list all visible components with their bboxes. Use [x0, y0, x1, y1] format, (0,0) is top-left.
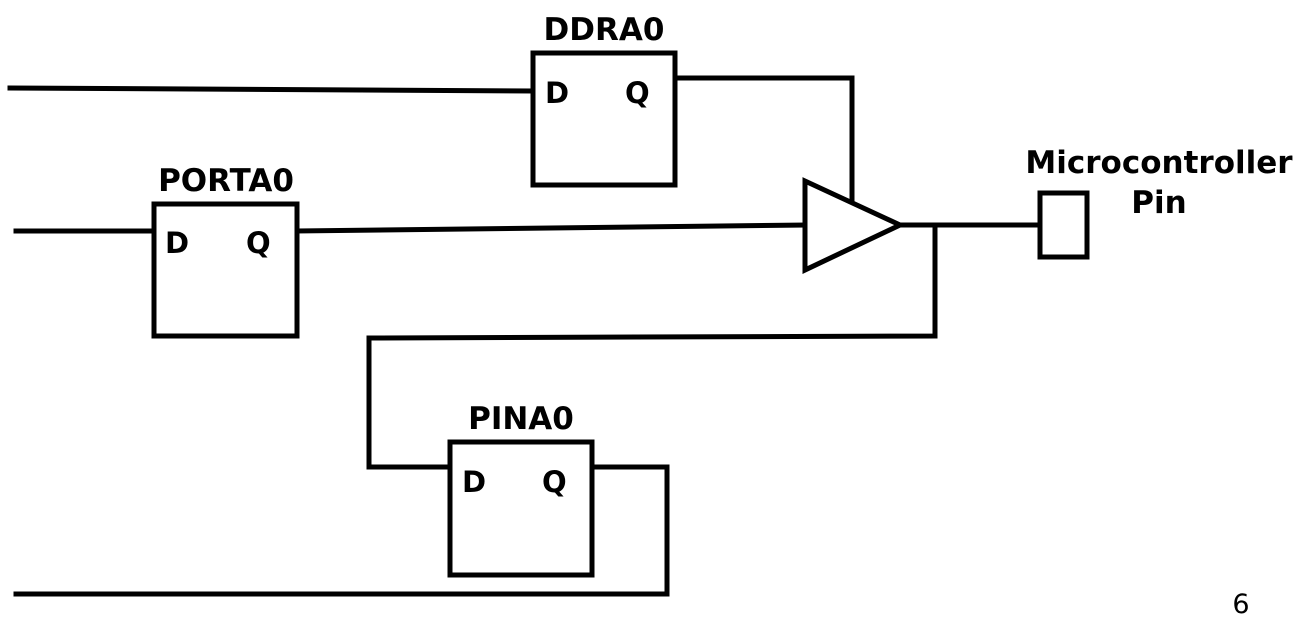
porta0-title: PORTA0: [158, 163, 294, 199]
porta0-d-label: D: [165, 226, 189, 260]
porta0-flipflop: PORTA0 D Q: [151, 163, 300, 339]
porta0-q-label: Q: [246, 226, 271, 260]
ddra0-flipflop: DDRA0 D Q: [530, 12, 678, 188]
porta0-q-to-buffer-wire: [294, 222, 808, 234]
ddra0-box: [530, 50, 678, 188]
wires: [7, 75, 1043, 597]
pin-label-line2: Pin: [1131, 185, 1186, 221]
pin-feedback-wire: [366, 222, 938, 470]
pina0-title: PINA0: [468, 401, 574, 437]
ddra0-input-wire: [7, 85, 535, 94]
ddra0-title: DDRA0: [544, 12, 665, 48]
pina0-box: [447, 439, 595, 578]
pina0-d-label: D: [462, 465, 486, 499]
ddra0-q-label: Q: [625, 76, 650, 110]
porta0-box: [151, 201, 300, 339]
pina0-q-label: Q: [542, 465, 567, 499]
page-number: 6: [1232, 589, 1249, 620]
pina0-output-wire: [13, 464, 670, 597]
microcontroller-pin: Microcontroller Pin: [1025, 145, 1293, 260]
ddra0-d-label: D: [545, 76, 569, 110]
ddra0-q-to-buffer-enable-wire: [672, 75, 855, 203]
pin-box: [1037, 190, 1090, 260]
pina0-flipflop: PINA0 D Q: [447, 401, 595, 578]
tristate-buffer-icon: [802, 177, 906, 274]
pin-label-line1: Microcontroller: [1025, 145, 1293, 181]
